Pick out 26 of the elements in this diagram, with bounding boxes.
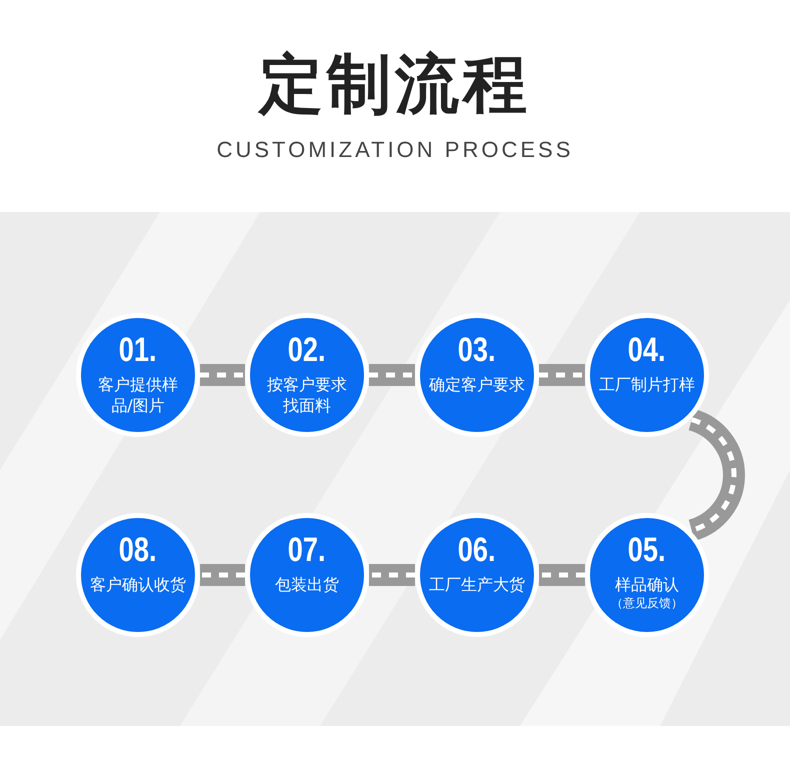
road [200, 564, 245, 586]
road [688, 409, 745, 541]
step-number: 04. [628, 332, 666, 368]
road [539, 564, 585, 586]
step-number: 01. [119, 332, 157, 368]
step-number: 05. [628, 532, 666, 568]
road [369, 564, 415, 586]
title: 定制流程 [256, 47, 532, 124]
step-label: 确定客户要求 [429, 374, 525, 395]
step-label: 工厂生产大货 [429, 574, 525, 595]
step-label: 样品确认 [615, 574, 679, 595]
road [539, 364, 585, 386]
step-label: 按客户要求找面料 [266, 374, 348, 416]
step-note: （意见反馈） [611, 595, 683, 611]
road [369, 364, 415, 386]
step-label: 客户确认收货 [90, 574, 186, 595]
step-number: 07. [288, 532, 326, 568]
step-label: 包装出货 [275, 574, 339, 595]
step-number: 08. [119, 532, 157, 568]
step-label: 工厂制片打样 [599, 374, 695, 395]
road [200, 364, 245, 386]
step-label: 客户提供样品/图片 [97, 374, 179, 416]
step-number: 02. [288, 332, 326, 368]
subtitle: CUSTOMIZATION PROCESS [216, 136, 574, 164]
step-number: 06. [458, 532, 496, 568]
step-number: 03. [458, 332, 496, 368]
